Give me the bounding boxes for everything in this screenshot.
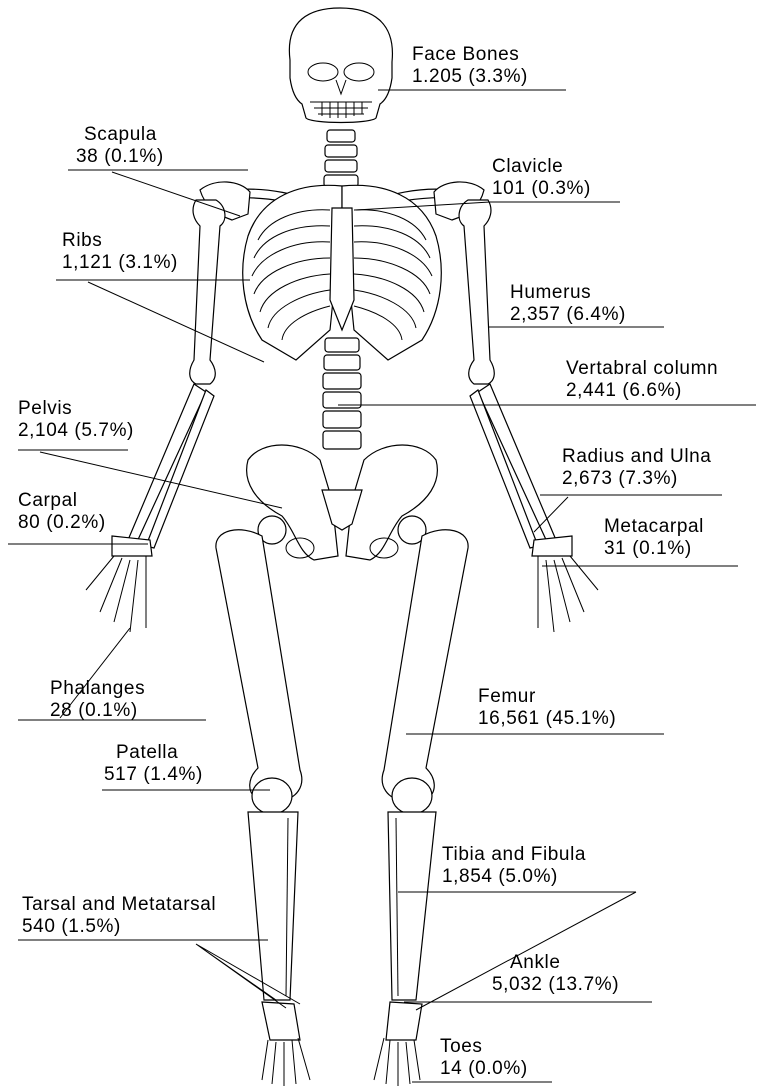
label-femur: Femur 16,561 (45.1%) bbox=[478, 686, 616, 730]
label-metacarpal-name: Metacarpal bbox=[604, 516, 704, 538]
label-face-bones-name: Face Bones bbox=[412, 44, 528, 66]
label-vertebral-column-value: 2,441 (6.6%) bbox=[566, 380, 718, 402]
label-ribs-name: Ribs bbox=[62, 230, 178, 252]
label-radius-ulna-name: Radius and Ulna bbox=[562, 446, 711, 468]
label-ribs-value: 1,121 (3.1%) bbox=[62, 252, 178, 274]
label-tibia-fibula: Tibia and Fibula 1,854 (5.0%) bbox=[442, 844, 586, 888]
label-scapula: Scapula 38 (0.1%) bbox=[84, 124, 164, 168]
label-ankle-name: Ankle bbox=[510, 952, 619, 974]
label-metacarpal-value: 31 (0.1%) bbox=[604, 538, 704, 560]
label-toes: Toes 14 (0.0%) bbox=[440, 1036, 528, 1080]
label-ankle-value: 5,032 (13.7%) bbox=[492, 974, 619, 996]
label-clavicle-value: 101 (0.3%) bbox=[492, 178, 591, 200]
label-metacarpal: Metacarpal 31 (0.1%) bbox=[604, 516, 704, 560]
label-ribs: Ribs 1,121 (3.1%) bbox=[62, 230, 178, 274]
label-face-bones-value: 1.205 (3.3%) bbox=[412, 66, 528, 88]
label-pelvis: Pelvis 2,104 (5.7%) bbox=[18, 398, 134, 442]
skull bbox=[289, 8, 392, 123]
label-clavicle: Clavicle 101 (0.3%) bbox=[492, 156, 591, 200]
label-carpal-name: Carpal bbox=[18, 490, 106, 512]
label-scapula-value: 38 (0.1%) bbox=[76, 146, 164, 168]
label-tarsal-metatarsal-value: 540 (1.5%) bbox=[22, 916, 216, 938]
label-phalanges-name: Phalanges bbox=[50, 678, 145, 700]
label-patella-value: 517 (1.4%) bbox=[104, 764, 203, 786]
label-pelvis-name: Pelvis bbox=[18, 398, 134, 420]
cervical-spine bbox=[324, 130, 358, 187]
label-humerus-name: Humerus bbox=[510, 282, 626, 304]
label-carpal: Carpal 80 (0.2%) bbox=[18, 490, 106, 534]
leg-right bbox=[374, 516, 468, 1086]
label-humerus-value: 2,357 (6.4%) bbox=[510, 304, 626, 326]
label-radius-ulna-value: 2,673 (7.3%) bbox=[562, 468, 711, 490]
label-humerus: Humerus 2,357 (6.4%) bbox=[510, 282, 626, 326]
label-clavicle-name: Clavicle bbox=[492, 156, 591, 178]
label-toes-value: 14 (0.0%) bbox=[440, 1058, 528, 1080]
leg-left bbox=[216, 516, 310, 1086]
label-patella-name: Patella bbox=[116, 742, 203, 764]
label-patella: Patella 517 (1.4%) bbox=[116, 742, 203, 786]
label-tarsal-metatarsal-name: Tarsal and Metatarsal bbox=[22, 894, 216, 916]
label-pelvis-value: 2,104 (5.7%) bbox=[18, 420, 134, 442]
arm-right bbox=[459, 200, 598, 632]
label-tibia-fibula-name: Tibia and Fibula bbox=[442, 844, 586, 866]
label-tibia-fibula-value: 1,854 (5.0%) bbox=[442, 866, 586, 888]
label-vertebral-column-name: Vertabral column bbox=[566, 358, 718, 380]
label-ankle: Ankle 5,032 (13.7%) bbox=[510, 952, 619, 996]
label-carpal-value: 80 (0.2%) bbox=[18, 512, 106, 534]
label-femur-name: Femur bbox=[478, 686, 616, 708]
label-tarsal-metatarsal: Tarsal and Metatarsal 540 (1.5%) bbox=[22, 894, 216, 938]
label-radius-ulna: Radius and Ulna 2,673 (7.3%) bbox=[562, 446, 711, 490]
label-vertebral-column: Vertabral column 2,441 (6.6%) bbox=[566, 358, 718, 402]
label-toes-name: Toes bbox=[440, 1036, 528, 1058]
label-face-bones: Face Bones 1.205 (3.3%) bbox=[412, 44, 528, 88]
rib-cage bbox=[243, 185, 442, 360]
label-femur-value: 16,561 (45.1%) bbox=[478, 708, 616, 730]
lumbar-spine bbox=[323, 338, 361, 449]
label-scapula-name: Scapula bbox=[84, 124, 164, 146]
label-phalanges-value: 28 (0.1%) bbox=[50, 700, 145, 722]
label-phalanges: Phalanges 28 (0.1%) bbox=[50, 678, 145, 722]
